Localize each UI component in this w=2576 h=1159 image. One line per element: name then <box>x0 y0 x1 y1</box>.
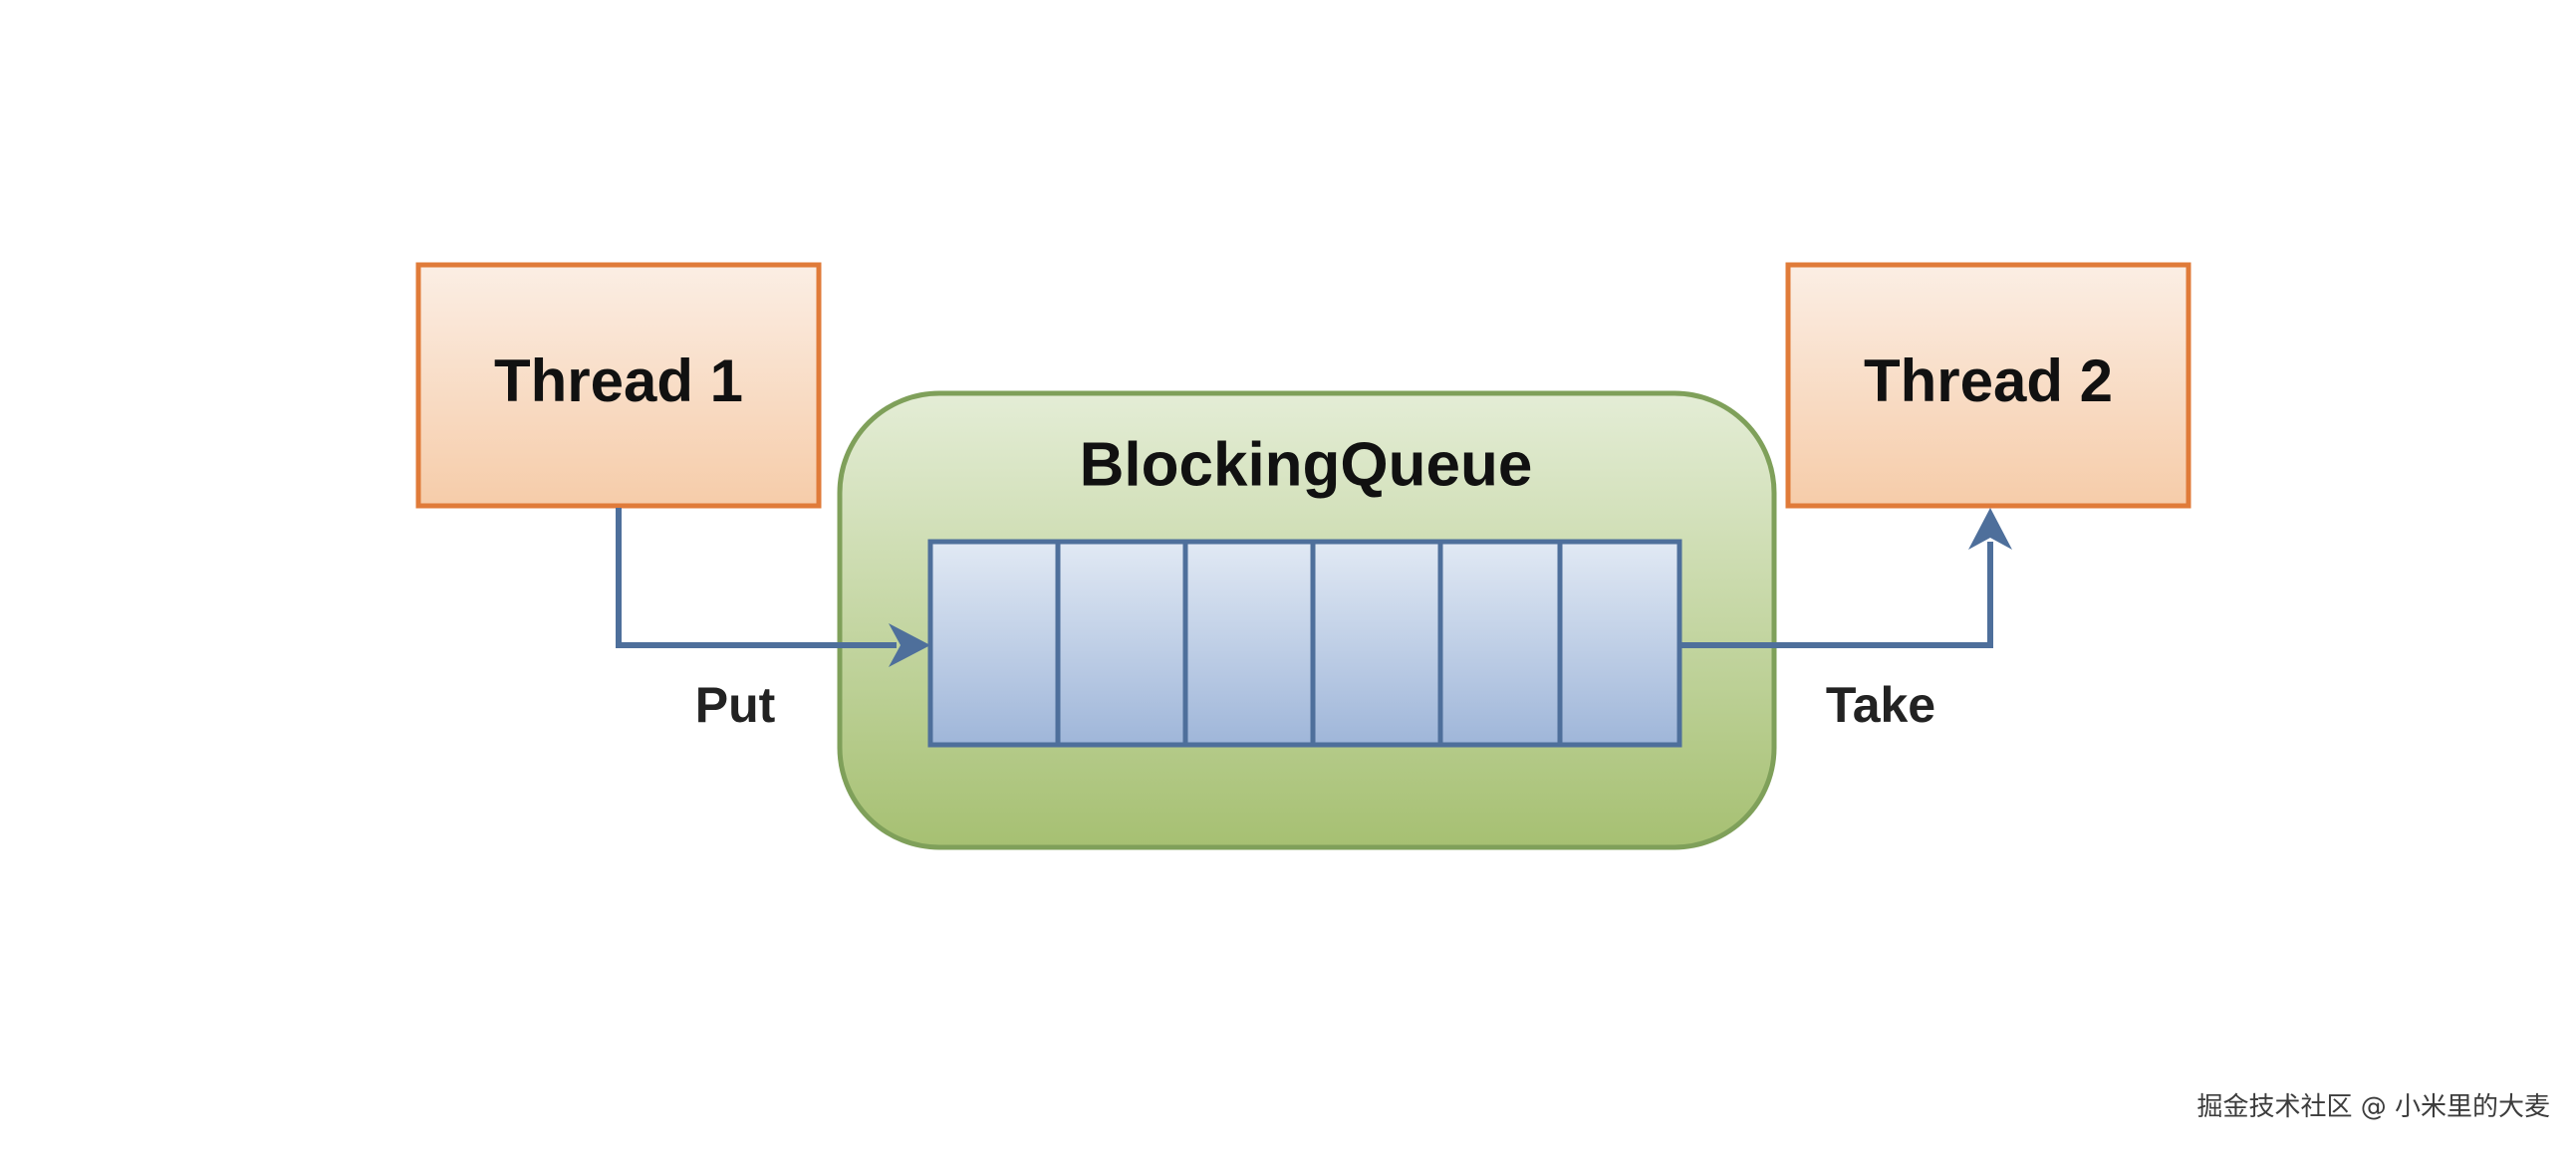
put-edge: Put <box>616 508 930 733</box>
queue-slots <box>927 539 1682 748</box>
take-arrow-line <box>1679 542 1993 648</box>
queue-slot <box>927 539 1061 748</box>
queue-slot <box>1557 539 1682 748</box>
take-arrow-head-icon <box>1968 508 2012 550</box>
thread-2-node: Thread 2 <box>1785 262 2191 509</box>
thread-1-node: Thread 1 <box>415 262 822 509</box>
watermark: 掘金技术社区 @ 小米里的大麦 <box>2196 1092 2550 1122</box>
put-label: Put <box>695 677 776 733</box>
thread-2-label: Thread 2 <box>1864 348 2113 414</box>
thread-1-label: Thread 1 <box>494 348 743 414</box>
queue-slot <box>1310 539 1443 748</box>
take-label: Take <box>1826 677 1935 733</box>
thread-1-box <box>415 262 822 509</box>
blocking-queue-node: BlockingQueue <box>837 390 1777 850</box>
thread-2-box <box>1785 262 2191 509</box>
put-arrow-line <box>616 508 897 648</box>
blocking-queue-title: BlockingQueue <box>1080 430 1533 499</box>
put-arrow-head-icon <box>889 623 930 667</box>
take-edge: Take <box>1679 508 2012 733</box>
queue-slot <box>1182 539 1316 748</box>
queue-slot <box>1437 539 1563 748</box>
queue-slot <box>1055 539 1188 748</box>
